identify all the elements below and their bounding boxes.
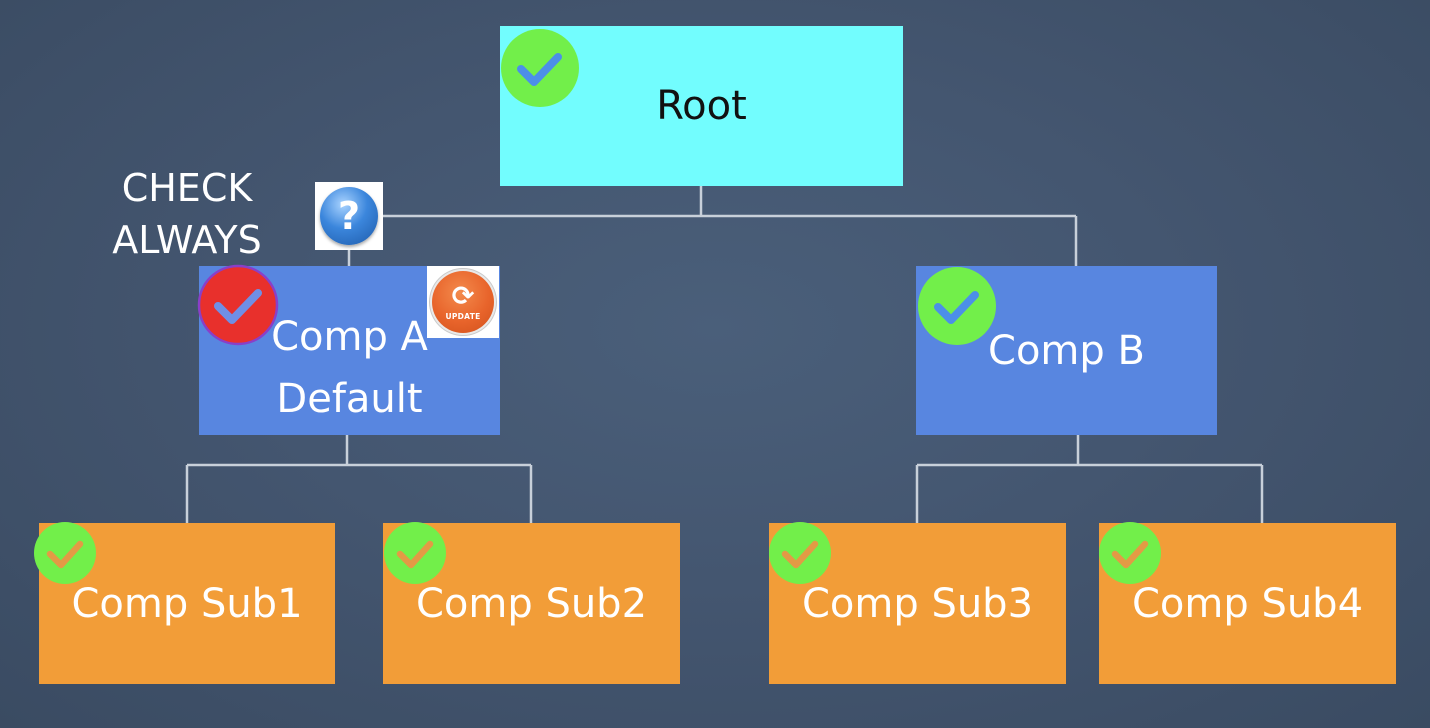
comp-sub2-label: Comp Sub2 bbox=[415, 580, 648, 627]
red-check-icon bbox=[197, 264, 279, 346]
update-icon[interactable]: ⟳ UPDATE bbox=[427, 266, 499, 338]
comp-a-sublabel: Default bbox=[276, 375, 423, 422]
annotation-line-1: CHECK bbox=[121, 166, 253, 210]
check-always-annotation: CHECK ALWAYS bbox=[104, 162, 270, 266]
green-check-icon bbox=[384, 522, 446, 584]
update-disc: ⟳ UPDATE bbox=[432, 271, 494, 333]
green-check-icon bbox=[34, 522, 96, 584]
update-text: UPDATE bbox=[445, 312, 481, 321]
question-glyph: ? bbox=[320, 187, 378, 245]
green-check-icon bbox=[918, 267, 996, 345]
green-check-icon bbox=[769, 522, 831, 584]
refresh-icon: ⟳ bbox=[451, 281, 475, 312]
green-check-icon bbox=[501, 29, 579, 107]
comp-a-label: Comp A bbox=[271, 313, 428, 360]
green-check-icon bbox=[1099, 522, 1161, 584]
root-label: Root bbox=[656, 83, 747, 129]
question-icon[interactable]: ? bbox=[315, 182, 383, 250]
comp-b-label: Comp B bbox=[988, 327, 1145, 374]
comp-sub4-label: Comp Sub4 bbox=[1131, 580, 1364, 627]
comp-sub3-label: Comp Sub3 bbox=[801, 580, 1034, 627]
annotation-line-2: ALWAYS bbox=[112, 218, 262, 262]
comp-sub1-label: Comp Sub1 bbox=[71, 580, 303, 627]
